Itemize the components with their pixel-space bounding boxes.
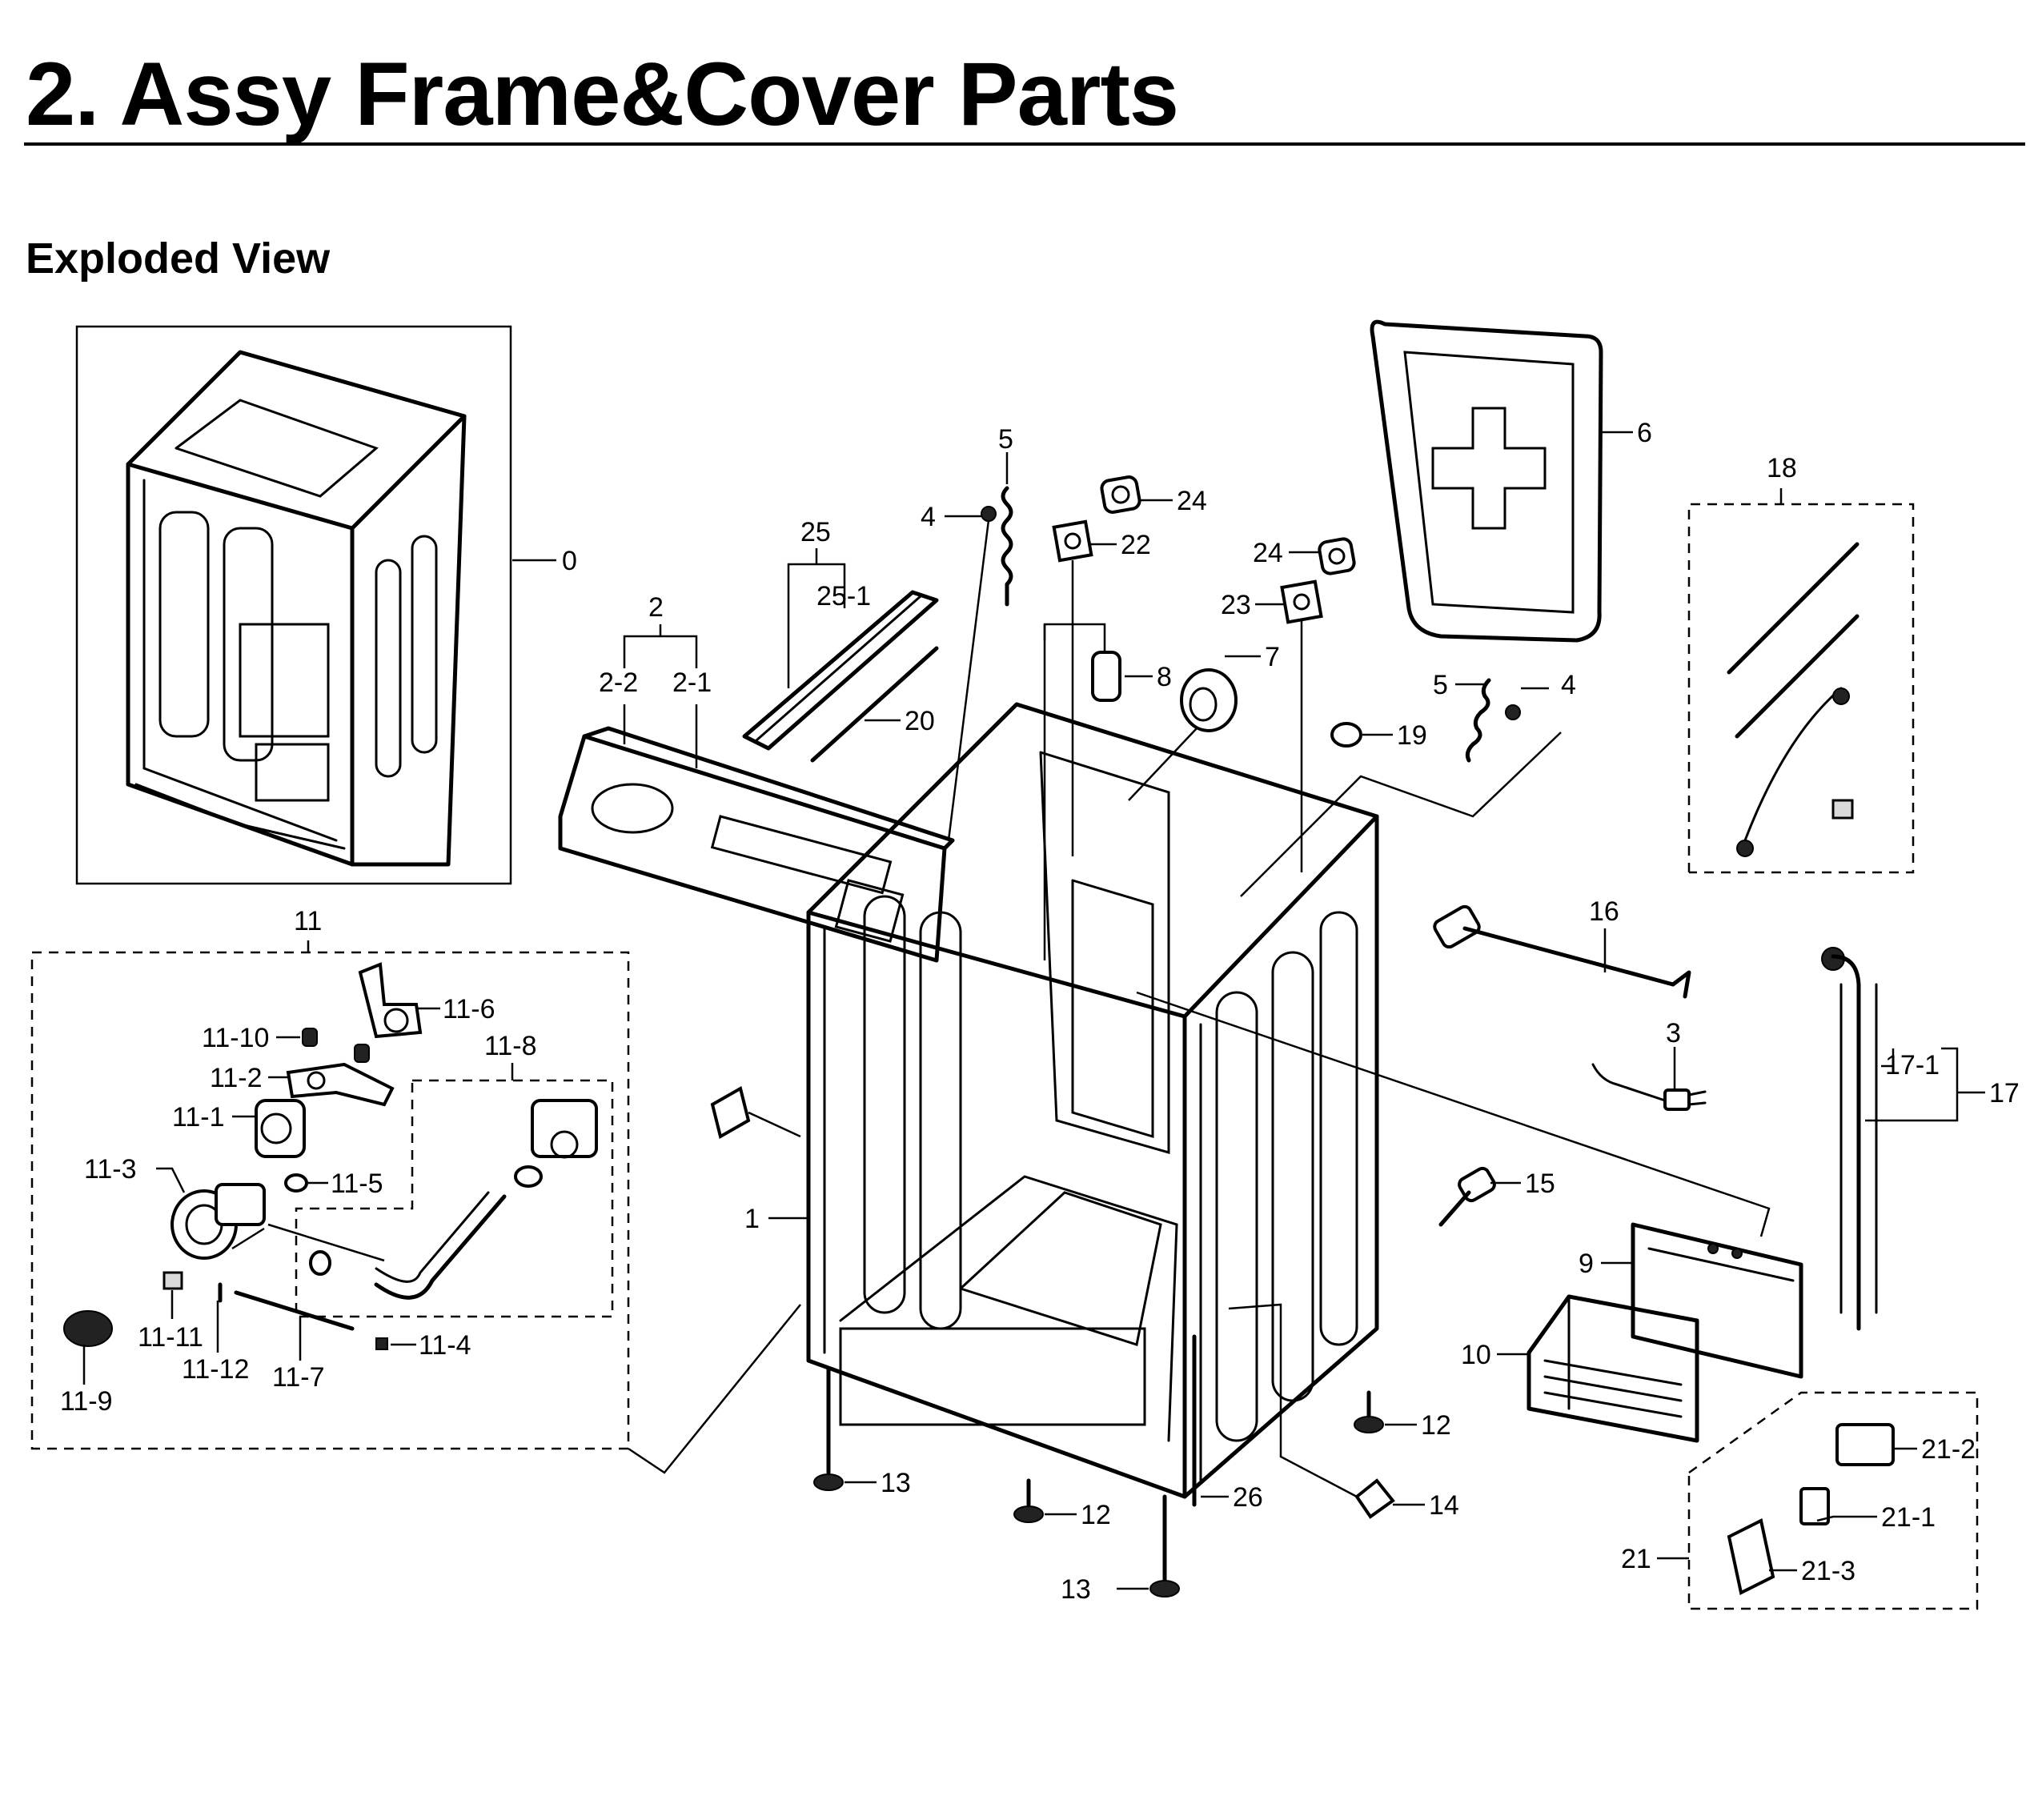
part-11-11-nut[interactable] (162, 1271, 183, 1319)
part-11-1-pump-motor[interactable] (255, 1099, 306, 1158)
part-11-8-hose-kit[interactable] (309, 1099, 598, 1300)
callout-21-2: 21-2 (1921, 1434, 1976, 1465)
part-11-3-pump-housing[interactable] (171, 1183, 266, 1260)
callout-12-right: 12 (1421, 1410, 1451, 1441)
part-8-damper-cap[interactable] (1043, 623, 1121, 960)
part-12-leveling-leg-right[interactable] (1354, 1390, 1384, 1433)
callout-8: 8 (1157, 662, 1172, 692)
part-11-2-pump-plate[interactable] (286, 1062, 395, 1107)
callout-3: 3 (1666, 1018, 1681, 1048)
part-23-bracket[interactable] (1280, 579, 1323, 872)
cabinet-side-bracket[interactable] (710, 1085, 801, 1140)
part-22-bracket[interactable] (1052, 519, 1093, 856)
callout-25: 25 (800, 517, 831, 547)
part-11-drain-pump-kit[interactable] (30, 951, 801, 1474)
callout-23: 23 (1221, 590, 1251, 620)
part-19-cap[interactable] (1330, 722, 1362, 748)
part-0-frame-assembly-inset[interactable] (75, 325, 512, 885)
callout-12-center: 12 (1081, 1500, 1111, 1530)
page-title: 2. Assy Frame&Cover Parts (26, 44, 1179, 144)
callout-11-4: 11-4 (419, 1330, 471, 1361)
part-10-pcb-housing[interactable] (1526, 1294, 1699, 1443)
part-13-leg-left[interactable] (813, 1366, 844, 1491)
callout-10: 10 (1461, 1340, 1491, 1370)
part-11-10-damper[interactable] (302, 1028, 370, 1063)
callout-11: 11 (294, 906, 322, 936)
callout-21-3: 21-3 (1801, 1556, 1855, 1586)
callout-2-1: 2-1 (672, 667, 712, 698)
callout-11-10: 11-10 (202, 1023, 269, 1053)
callout-17: 17 (1989, 1078, 2020, 1108)
callout-11-5: 11-5 (331, 1169, 383, 1199)
callout-21-1: 21-1 (1881, 1502, 1936, 1533)
callout-1: 1 (744, 1204, 760, 1234)
callout-4-left: 4 (921, 502, 936, 532)
part-9-rear-panel[interactable] (1631, 1222, 1803, 1379)
part-13-leg-bottom[interactable] (1149, 1494, 1180, 1598)
callout-11-6: 11-6 (443, 994, 495, 1024)
part-24-bracket-top[interactable] (1100, 475, 1141, 514)
part-21-noise-filter-kit[interactable] (1687, 1391, 1979, 1610)
part-25-top-rail[interactable] (742, 590, 939, 751)
callout-2: 2 (648, 592, 664, 623)
callout-19: 19 (1397, 720, 1427, 751)
part-11-7-rod[interactable] (234, 1290, 355, 1361)
callout-24-top: 24 (1177, 486, 1207, 516)
callout-14: 14 (1429, 1490, 1459, 1521)
title-rule (24, 142, 2025, 146)
callout-11-11: 11-11 (138, 1322, 203, 1353)
section-title: Exploded View (26, 235, 331, 283)
callout-13-left: 13 (881, 1468, 911, 1498)
part-17-drain-hose[interactable] (1821, 947, 1878, 1331)
part-2-top-panel[interactable] (558, 726, 955, 963)
callout-7: 7 (1265, 642, 1280, 672)
part-5-spring-left[interactable] (1001, 486, 1013, 607)
part-5-spring-right[interactable] (1465, 678, 1491, 763)
part-11-4-screw[interactable] (375, 1337, 388, 1350)
callout-5-left: 5 (998, 424, 1013, 455)
callout-11-9: 11-9 (60, 1386, 113, 1417)
callout-0: 0 (562, 546, 577, 576)
callout-24-right: 24 (1253, 538, 1283, 568)
callout-20: 20 (905, 706, 935, 736)
callout-4-right: 4 (1561, 670, 1576, 700)
part-24-bracket-right[interactable] (1318, 537, 1356, 575)
callout-5-right: 5 (1433, 670, 1448, 700)
callout-13-bottom: 13 (1061, 1574, 1091, 1605)
part-20-rod[interactable] (810, 646, 939, 763)
part-7-ring[interactable] (1128, 668, 1238, 801)
callout-6: 6 (1637, 418, 1652, 448)
part-12-leveling-leg-center[interactable] (1013, 1478, 1044, 1523)
part-14-clip[interactable] (1228, 1303, 1395, 1519)
callout-11-12: 11-12 (182, 1354, 249, 1385)
callout-15: 15 (1525, 1169, 1555, 1199)
callout-11-7: 11-7 (272, 1362, 325, 1393)
callout-21: 21 (1621, 1544, 1651, 1574)
part-16-drain-rod[interactable] (1432, 904, 1691, 999)
part-11-9-filter-cap[interactable] (63, 1310, 113, 1385)
callout-22: 22 (1121, 530, 1151, 560)
part-1-cabinet-frame[interactable] (806, 702, 1379, 1499)
callout-18: 18 (1767, 453, 1797, 483)
part-4-hook-right[interactable] (1505, 704, 1521, 720)
callout-2-2: 2-2 (599, 667, 638, 698)
part-15-drain-pump-bolt[interactable] (1438, 1166, 1497, 1227)
part-11-6-pump-bracket[interactable] (358, 962, 423, 1039)
part-11-12-screw[interactable] (216, 1282, 223, 1353)
callout-9: 9 (1579, 1249, 1594, 1279)
part-6-lid-frame[interactable] (1370, 319, 1603, 643)
callout-17-1: 17-1 (1885, 1050, 1940, 1080)
part-11-5-o-ring[interactable] (284, 1173, 308, 1193)
callout-11-8: 11-8 (484, 1031, 537, 1061)
callout-25-1: 25-1 (816, 581, 871, 611)
callout-11-1: 11-1 (172, 1102, 225, 1132)
part-3-power-cord[interactable] (1591, 1063, 1707, 1111)
callout-11-3: 11-3 (84, 1154, 137, 1185)
callout-16: 16 (1589, 896, 1619, 927)
part-4-hook-left[interactable] (947, 506, 997, 841)
callout-11-2: 11-2 (210, 1063, 263, 1093)
part-18-wire-harness-kit[interactable] (1687, 503, 1915, 874)
callout-26: 26 (1233, 1482, 1263, 1513)
